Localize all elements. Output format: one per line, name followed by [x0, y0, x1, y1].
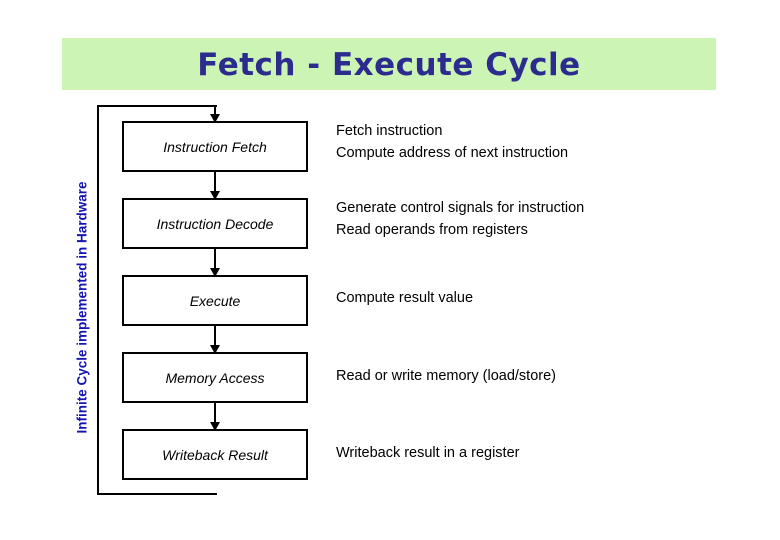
title-banner	[62, 38, 716, 90]
side-label-infinite-cycle: Infinite Cycle implemented in Hardware	[74, 181, 90, 434]
arrow-decode-to-execute	[210, 249, 220, 277]
arrow-fetch-to-decode	[210, 172, 220, 200]
description-line: Compute result value	[336, 290, 474, 306]
description-line: Fetch instruction	[336, 123, 443, 139]
stage-description-memory-access: Read or write memory (load/store)	[336, 365, 756, 387]
description-line: Writeback result in a register	[336, 445, 520, 461]
stage-description-instruction-decode: Generate control signals for instruction…	[336, 197, 756, 242]
description-line: Read or write memory (load/store)	[336, 368, 556, 384]
stage-box-execute: Execute	[122, 275, 308, 326]
stage-description-writeback-result: Writeback result in a register	[336, 442, 756, 464]
stage-description-execute: Compute result value	[336, 287, 756, 309]
description-line: Compute address of next instruction	[336, 145, 569, 162]
stage-box-memory-access: Memory Access	[122, 352, 308, 403]
stage-box-instruction-fetch: Instruction Fetch	[122, 121, 308, 172]
stage-box-writeback-result: Writeback Result	[122, 429, 308, 480]
arrow-into-fetch	[210, 107, 220, 123]
arrow-execute-to-memory	[210, 326, 220, 354]
stage-box-instruction-decode: Instruction Decode	[122, 198, 308, 249]
loop-bracket	[97, 105, 217, 495]
page-title: Fetch - Execute Cycle	[197, 47, 581, 83]
description-line: Read operands from registers	[336, 222, 528, 239]
description-line: Generate control signals for instruction	[336, 200, 585, 216]
arrow-memory-to-writeback	[210, 403, 220, 431]
stage-description-instruction-fetch: Fetch instruction Compute address of nex…	[336, 120, 756, 165]
